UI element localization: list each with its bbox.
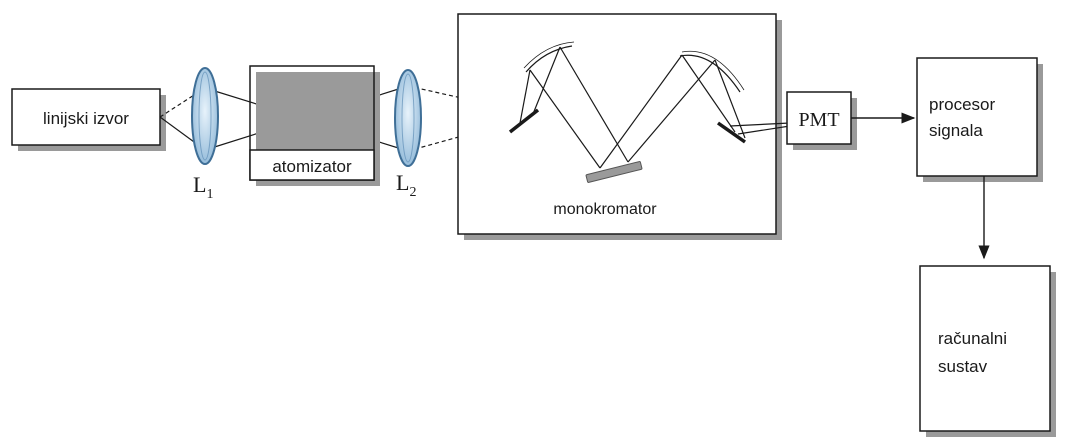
monochromator-box: [457, 13, 777, 235]
beam-collimator-to-grating-b: [559, 46, 629, 163]
signal-processor-box: [916, 57, 1038, 177]
collimating-mirror: [525, 45, 573, 73]
grating: [585, 161, 643, 183]
lens-l1-shape: [191, 67, 219, 165]
line-source-box: [11, 88, 161, 146]
computer-system-label-line1: računalni: [938, 329, 1007, 348]
entrance-mirror: [508, 108, 540, 134]
beam-focus-to-exit-a: [681, 54, 736, 133]
beam-entrance-to-collimator-b: [532, 46, 561, 115]
computer-system-block: računalni sustav: [919, 265, 1056, 437]
monochromator-block: monokromator: [457, 13, 782, 240]
monochromator-optics: [519, 41, 746, 169]
beam-collimator-to-grating-a: [529, 69, 601, 169]
pmt-label: PMT: [798, 109, 839, 131]
signal-processor-label-line2: signala: [929, 121, 983, 140]
line-source-label: linijski izvor: [43, 109, 129, 128]
exit-mirror: [716, 121, 747, 144]
lens-l2-shape: [394, 69, 422, 167]
lens-l2-label: L2: [396, 170, 416, 200]
beam-grating-to-focus-a: [599, 54, 683, 169]
lens-l1: L1: [191, 67, 219, 202]
beam-grating-to-focus-b: [627, 59, 716, 163]
beam-entrance-to-collimator-a: [519, 69, 531, 124]
monochromator-label: monokromator: [553, 201, 657, 218]
signal-processor-label-line1: procesor: [929, 95, 995, 114]
atomizer-label: atomizator: [272, 157, 352, 176]
atomizer-block: atomizator: [249, 65, 380, 186]
signal-processor-block: procesor signala: [916, 57, 1043, 182]
pmt-block: PMT: [786, 91, 857, 150]
focusing-mirror: [679, 54, 741, 93]
line-source-block: linijski izvor: [11, 88, 166, 151]
beam-to-pmt: [729, 122, 791, 135]
pmt-box: [786, 91, 852, 145]
computer-system-label-line2: sustav: [938, 357, 988, 376]
lens-l2: L2: [394, 69, 422, 200]
computer-system-box: [919, 265, 1051, 432]
lens-l1-label: L1: [193, 172, 213, 202]
